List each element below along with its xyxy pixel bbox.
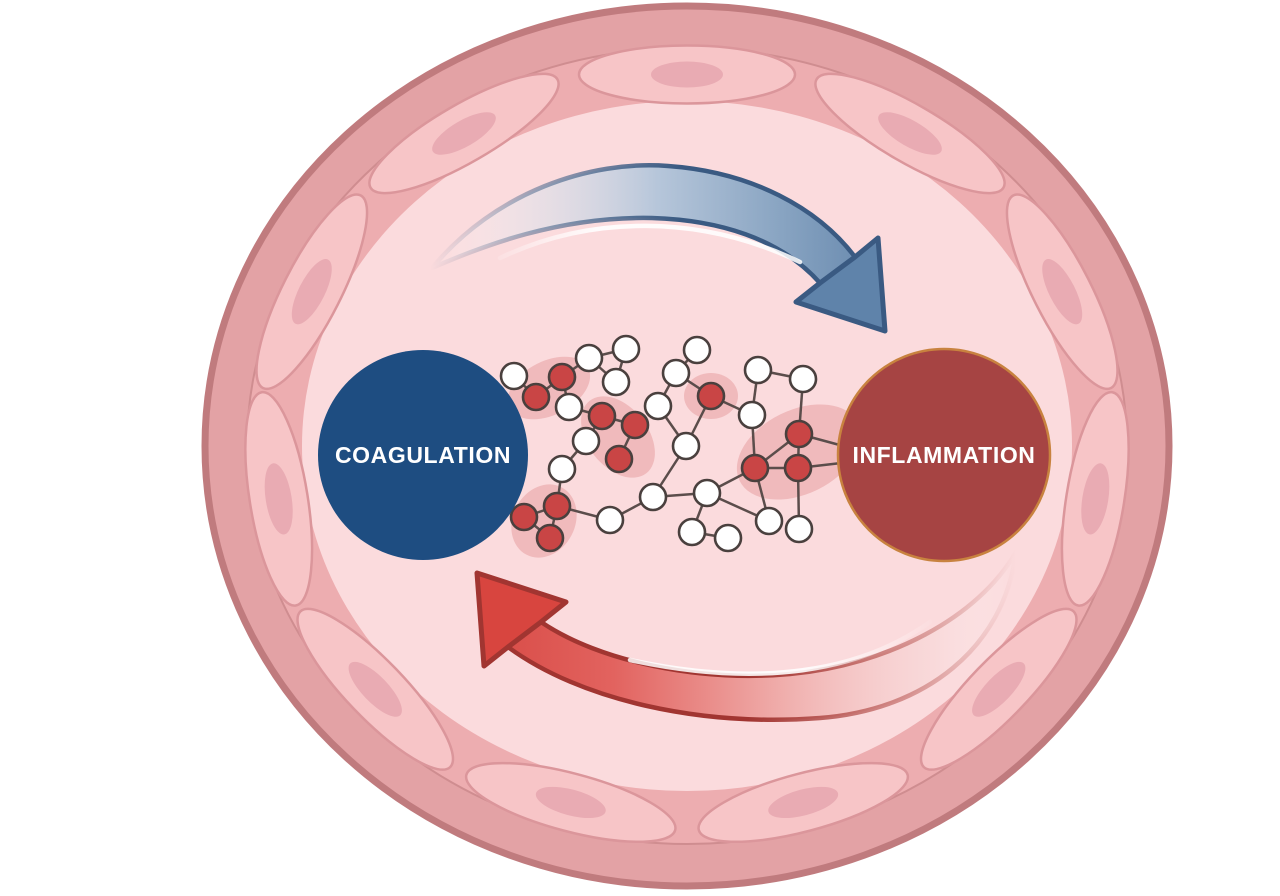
network-node-red: [521, 382, 551, 412]
cell-nucleus: [972, 661, 1026, 717]
network-node-white: [737, 400, 767, 430]
network-node-white: [574, 343, 604, 373]
blue-arrow-highlight: [497, 223, 803, 265]
network-node-red: [542, 491, 572, 521]
network-node-white: [784, 514, 814, 544]
network-node-red: [547, 362, 577, 392]
red-arrowhead: [474, 570, 569, 669]
cell-nucleus: [1081, 463, 1110, 535]
network-node-white: [638, 482, 668, 512]
network-node-red: [740, 453, 770, 483]
network-node-red: [604, 444, 634, 474]
cell-nucleus: [768, 786, 839, 819]
network-node-red: [587, 401, 617, 431]
network-node-white: [671, 431, 701, 461]
network-node-white: [682, 335, 712, 365]
network-node-red: [784, 419, 814, 449]
concept-circles: [318, 347, 1052, 563]
network-node-white: [547, 454, 577, 484]
network-node-red: [535, 523, 565, 553]
network-node-white: [601, 367, 631, 397]
coagulation-circle: [318, 350, 528, 560]
network-node-white: [788, 364, 818, 394]
network-node-white: [661, 358, 691, 388]
red-arrow-highlight: [627, 619, 933, 676]
network-node-white: [554, 392, 584, 422]
network-node-red: [509, 502, 539, 532]
cell-nucleus: [264, 463, 293, 535]
cycle-arrows: [429, 163, 1019, 722]
network-node-red: [696, 381, 726, 411]
network-node-white: [595, 505, 625, 535]
network-node-white: [713, 523, 743, 553]
cell-nucleus: [348, 661, 402, 717]
inflammation-label: INFLAMMATION: [852, 442, 1035, 468]
inflammation-circle: [836, 347, 1052, 563]
cell-nucleus: [878, 112, 942, 155]
blue-arrowhead: [793, 235, 888, 334]
network-node-white: [643, 391, 673, 421]
network-node-white: [499, 361, 529, 391]
network-node-white: [677, 517, 707, 547]
network-node-white: [754, 506, 784, 536]
network-node-white: [743, 355, 773, 385]
cell-nucleus: [432, 112, 496, 155]
cell-nucleus: [1042, 259, 1083, 325]
network-node-red: [783, 453, 813, 483]
cell-nucleus: [535, 786, 606, 819]
mediator-network: [499, 334, 862, 558]
network-node-red: [620, 410, 650, 440]
network-node-white: [611, 334, 641, 364]
network-node-white: [571, 426, 601, 456]
coagulation-label: COAGULATION: [335, 442, 511, 468]
cell-nucleus: [291, 259, 332, 325]
cell-nucleus: [651, 61, 723, 88]
network-node-white: [692, 478, 722, 508]
